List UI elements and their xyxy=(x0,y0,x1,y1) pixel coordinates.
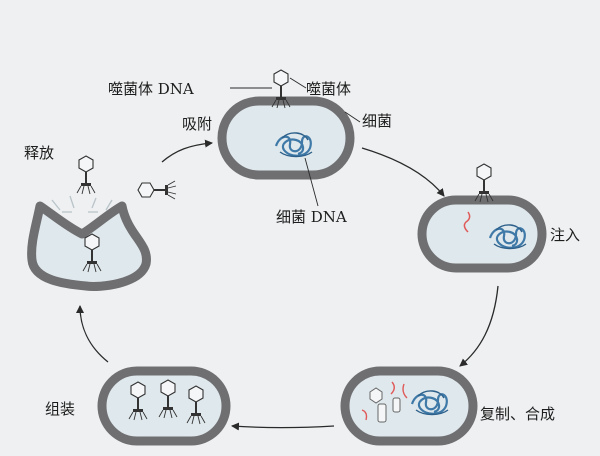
phage-parts xyxy=(361,381,408,423)
arrow-release-to-adsorption xyxy=(161,139,213,163)
label-adsorption: 吸附 xyxy=(182,115,212,133)
label-phage: 噬菌体 xyxy=(306,80,351,98)
bacteriophage-icon xyxy=(137,180,177,200)
arrow-adsorption-to-injection xyxy=(361,147,445,197)
bacterium-assembly xyxy=(97,366,231,446)
bacterium-replication xyxy=(340,366,478,446)
leader-lines xyxy=(230,77,361,207)
phage-dna-strand-icon xyxy=(463,211,471,233)
label-assembly: 组装 xyxy=(45,400,75,418)
phage-dna-strand-icon xyxy=(361,381,408,421)
label-injection: 注入 xyxy=(550,226,580,244)
label-release: 释放 xyxy=(24,144,54,162)
bacterium-adsorption xyxy=(217,69,355,180)
cycle-arrows xyxy=(76,139,499,431)
burst-fragments xyxy=(51,195,113,213)
arrow-replication-to-assembly xyxy=(231,422,335,431)
arrow-injection-to-replication xyxy=(459,285,499,367)
label-bacterial-dna: 细菌 DNA xyxy=(276,208,347,226)
bacterium-injection xyxy=(417,163,547,273)
bacterium-release xyxy=(27,155,177,291)
label-phage-dna: 噬菌体 DNA xyxy=(108,80,194,98)
bacteriophage-icon xyxy=(76,155,96,195)
label-replication-synthesis: 复制、合成 xyxy=(480,405,555,423)
arrow-assembly-to-release xyxy=(76,305,109,363)
label-bacterium: 细菌 xyxy=(362,112,392,130)
